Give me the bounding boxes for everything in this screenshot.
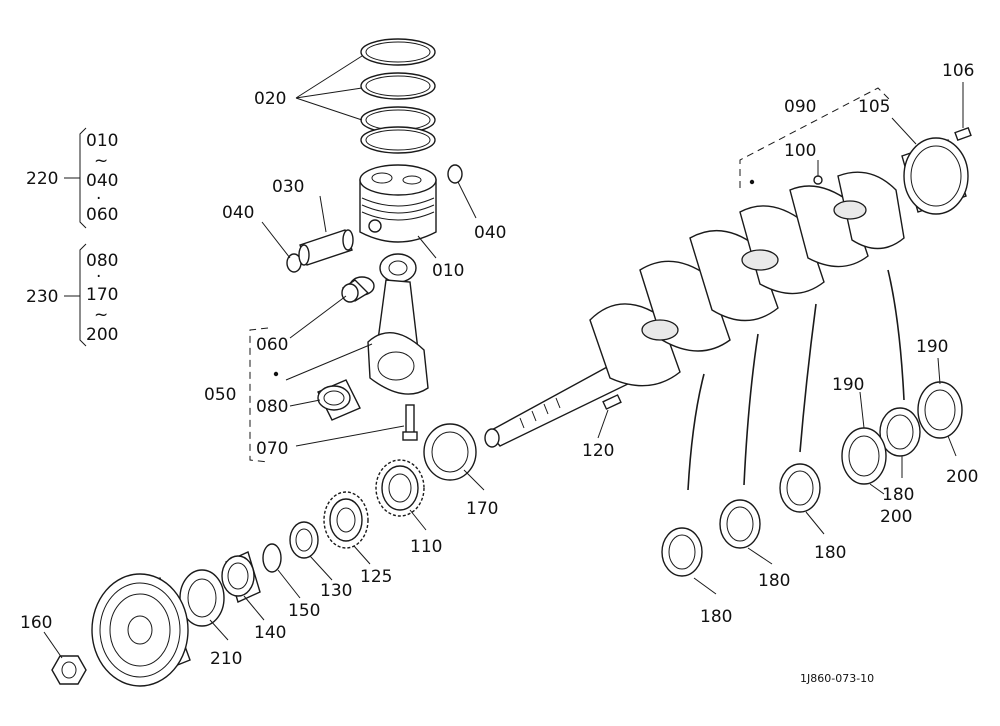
collar xyxy=(289,521,319,559)
label-040-right: 040 xyxy=(474,223,506,243)
dot-050 xyxy=(273,371,279,377)
label-140: 140 xyxy=(254,623,286,643)
group-230: 230 080 · 170 ~ 200 xyxy=(26,251,118,345)
crank-key xyxy=(602,394,622,410)
dot-090 xyxy=(749,179,755,185)
label-200-left: 200 xyxy=(880,507,912,527)
label-080: 080 xyxy=(256,397,288,417)
label-180-b: 180 xyxy=(758,571,790,591)
label-110: 110 xyxy=(410,537,442,557)
arrow-bearing-4 xyxy=(887,269,905,401)
group-220-label: 220 xyxy=(26,169,58,189)
label-106: 106 xyxy=(942,61,974,81)
o-ring xyxy=(262,543,282,573)
group-220-item-3: · xyxy=(96,189,101,209)
oil-pump-gear xyxy=(323,491,369,549)
group-230-item-4: 200 xyxy=(86,325,118,345)
arrow-bearing-3 xyxy=(799,303,817,453)
group-220-item-2: 040 xyxy=(86,171,118,191)
label-120: 120 xyxy=(582,441,614,461)
connecting-rod xyxy=(367,253,429,395)
drawing-code: 1J860-073-10 xyxy=(800,672,874,685)
plug xyxy=(813,175,823,185)
crank-bushing xyxy=(901,137,969,215)
label-160: 160 xyxy=(20,613,52,633)
part-labels: 020 010 030 040 040 060 050 080 070 170 … xyxy=(20,61,978,669)
label-040-left: 040 xyxy=(222,203,254,223)
label-190-right: 190 xyxy=(916,337,948,357)
spacer xyxy=(221,551,261,603)
arrow-bearing-1 xyxy=(687,373,705,491)
main-bearings xyxy=(661,407,921,577)
label-130: 130 xyxy=(320,581,352,601)
pulley-nut xyxy=(51,655,87,685)
label-180-c: 180 xyxy=(814,543,846,563)
crank-gear xyxy=(375,459,425,517)
label-090: 090 xyxy=(784,97,816,117)
label-180-a: 180 xyxy=(700,607,732,627)
piston xyxy=(359,164,437,243)
group-230-item-0: 080 xyxy=(86,251,118,271)
leader-lines xyxy=(43,55,964,659)
piston-pin xyxy=(298,229,354,266)
group-220: 220 010 ~ 040 · 060 xyxy=(26,131,118,225)
arrow-bearing-2 xyxy=(743,333,759,486)
bracket-050 xyxy=(249,327,269,463)
bracket-230 xyxy=(79,243,87,347)
label-050: 050 xyxy=(204,385,236,405)
label-170: 170 xyxy=(466,499,498,519)
rod-bolt xyxy=(402,404,418,441)
group-220-item-1: ~ xyxy=(94,151,108,171)
rod-bearing xyxy=(317,379,361,421)
piston-rings xyxy=(360,38,436,154)
group-220-item-0: 010 xyxy=(86,131,118,151)
oil-seal xyxy=(179,569,225,627)
label-125: 125 xyxy=(360,567,392,587)
front-bearing xyxy=(423,423,477,481)
bracket-090 xyxy=(739,87,893,188)
label-150: 150 xyxy=(288,601,320,621)
label-100: 100 xyxy=(784,141,816,161)
group-220-item-4: 060 xyxy=(86,205,118,225)
label-020: 020 xyxy=(254,89,286,109)
crank-pulley xyxy=(91,573,191,687)
group-230-item-1: · xyxy=(96,267,101,287)
label-190-left: 190 xyxy=(832,375,864,395)
label-105: 105 xyxy=(858,97,890,117)
snap-ring-right xyxy=(447,164,463,184)
label-030: 030 xyxy=(272,177,304,197)
label-010: 010 xyxy=(432,261,464,281)
dowel-pin xyxy=(954,126,972,142)
label-180-d: 180 xyxy=(882,485,914,505)
label-210: 210 xyxy=(210,649,242,669)
group-230-item-3: ~ xyxy=(94,305,108,325)
group-230-label: 230 xyxy=(26,287,58,307)
crankshaft xyxy=(484,171,905,448)
label-070: 070 xyxy=(256,439,288,459)
group-230-item-2: 170 xyxy=(86,285,118,305)
small-end-bushing xyxy=(341,276,375,303)
label-200-right: 200 xyxy=(946,467,978,487)
label-060: 060 xyxy=(256,335,288,355)
